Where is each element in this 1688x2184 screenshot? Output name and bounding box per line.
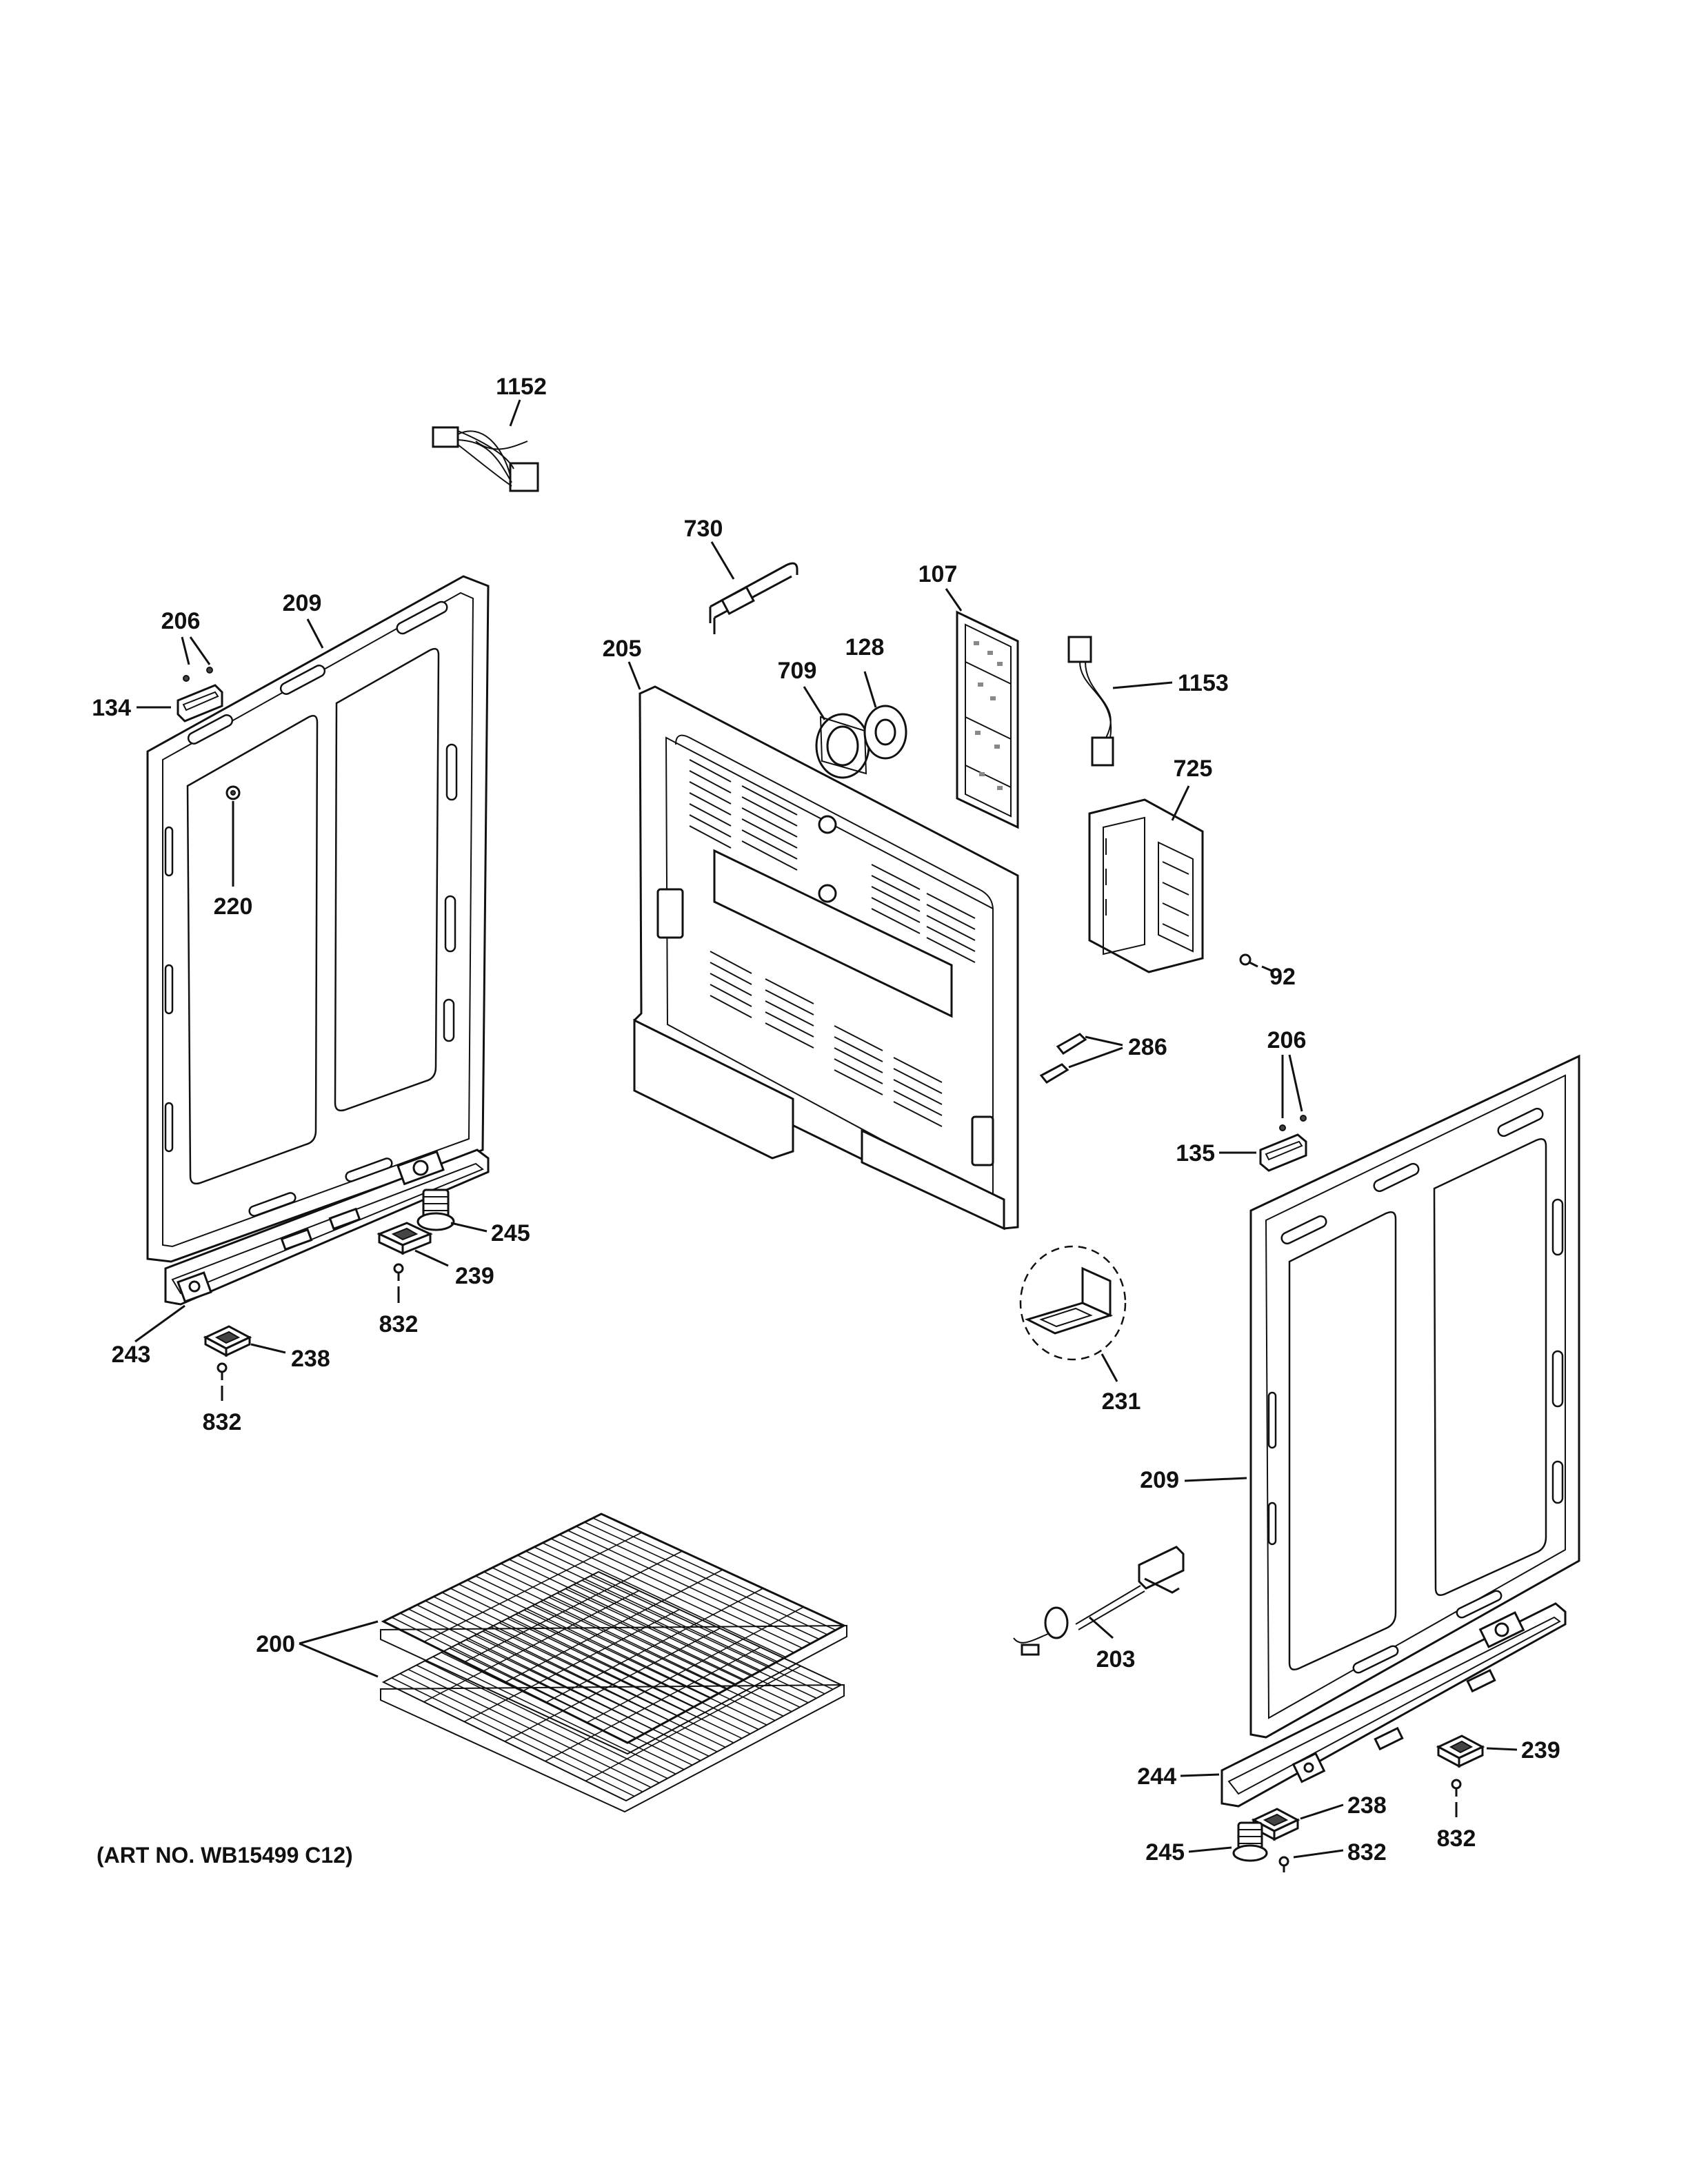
ring-128: [863, 705, 907, 760]
left-base-rail: [164, 1149, 490, 1306]
bracket-135: [1259, 1115, 1307, 1172]
foot-239-left: [376, 1222, 433, 1255]
label-206-right: 206: [1267, 1027, 1307, 1053]
label-92: 92: [1269, 964, 1296, 990]
label-245-right: 245: [1145, 1839, 1185, 1866]
label-238-left: 238: [291, 1346, 330, 1372]
label-832-right-upper: 832: [1437, 1826, 1476, 1852]
label-209-left: 209: [283, 590, 322, 616]
label-245-left: 245: [491, 1220, 530, 1246]
left-side-panel: [146, 575, 490, 1263]
label-128: 128: [845, 634, 885, 660]
label-725: 725: [1174, 756, 1213, 782]
label-134: 134: [92, 695, 131, 721]
label-203: 203: [1096, 1646, 1136, 1672]
right-base-rail: [1220, 1602, 1567, 1808]
label-832-left-upper: 832: [379, 1311, 419, 1337]
wire-harness-1152: [432, 426, 539, 492]
clip-286: [1039, 1033, 1087, 1084]
callout-labels: 1152 730 107 206 209 205 709 128 1153 13…: [92, 374, 1560, 1866]
label-709: 709: [778, 658, 817, 684]
label-243: 243: [112, 1342, 151, 1368]
label-1153: 1153: [1178, 670, 1229, 696]
label-239-left: 239: [455, 1263, 494, 1289]
screw-832c: [1451, 1779, 1462, 1797]
right-side-panel: [1249, 1054, 1580, 1739]
screw-832b: [217, 1362, 228, 1380]
label-200: 200: [256, 1631, 295, 1657]
leader-lines: [134, 399, 1518, 1859]
back-panel: [633, 685, 1019, 1231]
label-205: 205: [603, 636, 642, 662]
label-238-right: 238: [1347, 1792, 1387, 1819]
vent-slots: [689, 759, 976, 1127]
label-231: 231: [1102, 1388, 1141, 1415]
label-832-left-lower: 832: [203, 1409, 242, 1435]
sensor-730: [709, 562, 798, 634]
fan-709: [815, 713, 870, 779]
detail-231: [1019, 1245, 1127, 1361]
label-832-right-lower: 832: [1347, 1839, 1387, 1866]
control-board-107: [956, 610, 1019, 829]
oven-racks-200: [380, 1513, 847, 1813]
label-244: 244: [1137, 1763, 1176, 1790]
label-1152: 1152: [496, 374, 547, 400]
power-cord-203: [1013, 1546, 1185, 1656]
screw-92: [1239, 953, 1258, 968]
label-206-left: 206: [161, 608, 201, 634]
label-107: 107: [918, 561, 958, 587]
bracket-134: [177, 667, 223, 722]
foot-238-left: [203, 1325, 252, 1357]
leveling-leg-left: [416, 1189, 455, 1231]
label-209-right: 209: [1140, 1467, 1179, 1493]
foot-239-right: [1436, 1735, 1485, 1768]
label-730: 730: [684, 516, 723, 542]
screw-832a: [393, 1263, 404, 1281]
label-135: 135: [1176, 1140, 1215, 1166]
art-number: (ART NO. WB15499 C12): [97, 1843, 353, 1868]
label-286: 286: [1128, 1034, 1167, 1060]
leveling-leg-right: [1232, 1821, 1268, 1862]
label-239-right: 239: [1521, 1737, 1560, 1763]
label-220: 220: [214, 893, 253, 920]
screw-832d: [1278, 1856, 1289, 1872]
bracket-725: [1088, 798, 1204, 973]
wire-harness-1153: [1067, 636, 1114, 767]
screw-220: [225, 785, 241, 800]
